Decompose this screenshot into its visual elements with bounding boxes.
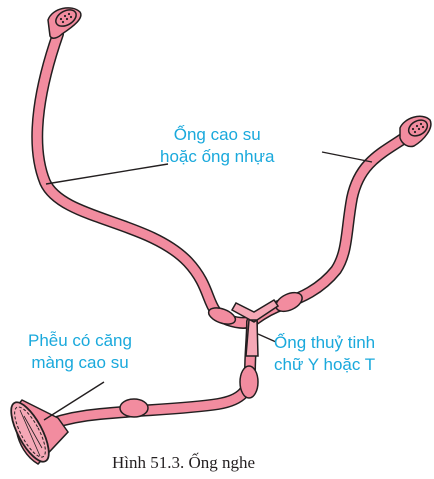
earpiece-right-icon <box>400 116 431 146</box>
tube-label: Ống cao su hoặc ống nhựa <box>160 124 274 168</box>
tube-label-line2: hoặc ống nhựa <box>160 146 274 168</box>
glass-connector-label-line1: Ống thuỷ tinh <box>274 332 375 354</box>
right-tube <box>254 134 410 320</box>
funnel-label-line2: màng cao su <box>28 352 132 374</box>
figure-caption: Hình 51.3. Ống nghe <box>112 452 255 474</box>
earpiece-left-icon <box>48 6 81 38</box>
funnel-membrane-icon <box>4 397 68 467</box>
glass-connector-label: Ống thuỷ tinh chữ Y hoặc T <box>274 332 375 376</box>
left-tube <box>37 34 254 323</box>
tube-label-line1: Ống cao su <box>160 124 274 146</box>
leader-tube-left <box>46 164 168 184</box>
funnel-label: Phễu có căng màng cao su <box>28 330 132 374</box>
leader-tube-right <box>322 152 372 162</box>
glass-connector-label-line2: chữ Y hoặc T <box>274 354 375 376</box>
funnel-label-line1: Phễu có căng <box>28 330 132 352</box>
